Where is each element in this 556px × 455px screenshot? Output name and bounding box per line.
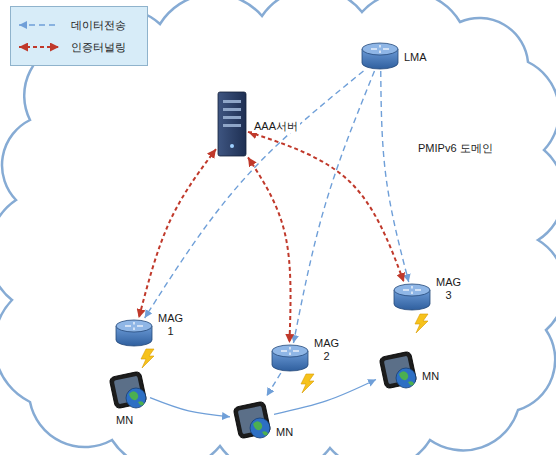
router-icon — [116, 320, 152, 346]
legend-sample — [17, 19, 61, 31]
mag-router: MAG 3 — [394, 284, 430, 310]
auth-connector — [139, 149, 216, 318]
server-icon — [218, 92, 246, 156]
legend-text: 인증터널링 — [71, 40, 126, 55]
mobile-node: MN — [378, 348, 418, 392]
data-connector — [381, 71, 409, 282]
node-label: AAA서버 — [252, 120, 300, 133]
legend-row: 인증터널링 — [17, 36, 141, 58]
router-icon — [272, 345, 308, 371]
aaa-server: AAA서버 — [218, 92, 246, 156]
node-label: LMA — [402, 51, 429, 64]
legend-box: 데이터전송인증터널링 — [10, 6, 148, 66]
mobile-node: MN — [232, 398, 272, 442]
auth-connector — [248, 132, 404, 282]
node-label: MN — [274, 426, 295, 439]
legend-text: 데이터전송 — [71, 18, 126, 33]
node-label: MAG 1 — [156, 312, 185, 338]
data-connector — [145, 71, 364, 318]
router-icon — [394, 284, 430, 310]
mag-router: MAG 1 — [116, 320, 152, 346]
legend-row: 데이터전송 — [17, 14, 141, 36]
node-label: MAG 2 — [312, 337, 341, 363]
node-label: MN — [114, 414, 135, 427]
data-connector — [293, 71, 374, 343]
mag-router: MAG 2 — [272, 345, 308, 371]
router-icon — [362, 43, 398, 69]
domain-label: PMIPv6 도메인 — [416, 142, 495, 155]
legend-sample — [17, 41, 61, 53]
wireless-bolt — [301, 374, 314, 393]
move-connector — [150, 398, 230, 417]
lma-router: LMA — [362, 43, 398, 69]
phone-icon — [108, 368, 148, 412]
auth-connector — [248, 157, 291, 343]
node-label: MN — [420, 370, 441, 383]
mobile-node: MN — [108, 368, 148, 412]
node-label: MAG 3 — [434, 276, 463, 302]
phone-icon — [378, 348, 418, 392]
wireless-bolt — [141, 349, 154, 368]
move-connector — [274, 379, 376, 414]
phone-icon — [232, 398, 272, 442]
data-connector — [267, 373, 281, 396]
wireless-bolt — [415, 314, 428, 333]
